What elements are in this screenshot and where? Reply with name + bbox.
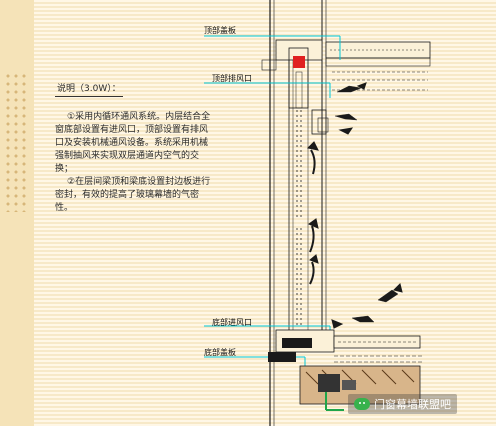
- bottom-floor-slab: [268, 329, 424, 363]
- top-floor-slab: [325, 41, 431, 67]
- watermark-text: 门窗幕墙联盟吧: [374, 398, 451, 411]
- left-decorative-band: [0, 0, 34, 426]
- notes-paragraph-1: ①采用内循环通风系统。内层结合全窗底部设置有进风口，顶部设置有排风口及安装机械通…: [55, 112, 211, 174]
- glass-pane-lower: [296, 228, 302, 328]
- wechat-icon: [354, 398, 370, 410]
- fan-unit: [293, 56, 305, 68]
- label-top-cover: 顶部盖板: [204, 26, 236, 35]
- label-bottom-cover: 底部盖板: [204, 348, 236, 357]
- label-top-exhaust: 顶部排风口: [212, 74, 252, 83]
- dot-pattern: [4, 72, 26, 212]
- foundation-hatch: [299, 365, 421, 405]
- airflow-arrows: [306, 82, 403, 329]
- exhaust-unit: [261, 39, 323, 109]
- notes-paragraph-2: ②在层间梁顶和梁底设置封边板进行密封，有效的提高了玻璃幕墙的气密性。: [55, 177, 211, 213]
- green-marker: [325, 392, 344, 411]
- glass-pane-upper: [295, 71, 303, 220]
- notes-heading: 说明（3.0W）：: [55, 83, 123, 97]
- watermark: 门窗幕墙联盟吧: [348, 394, 457, 414]
- notes-panel: 说明（3.0W）： ①采用内循环通风系统。内层结合全窗底部设置有进风口，顶部设置…: [55, 83, 215, 215]
- label-bottom-intake: 底部进风口: [212, 318, 252, 327]
- mid-transom: [311, 109, 329, 135]
